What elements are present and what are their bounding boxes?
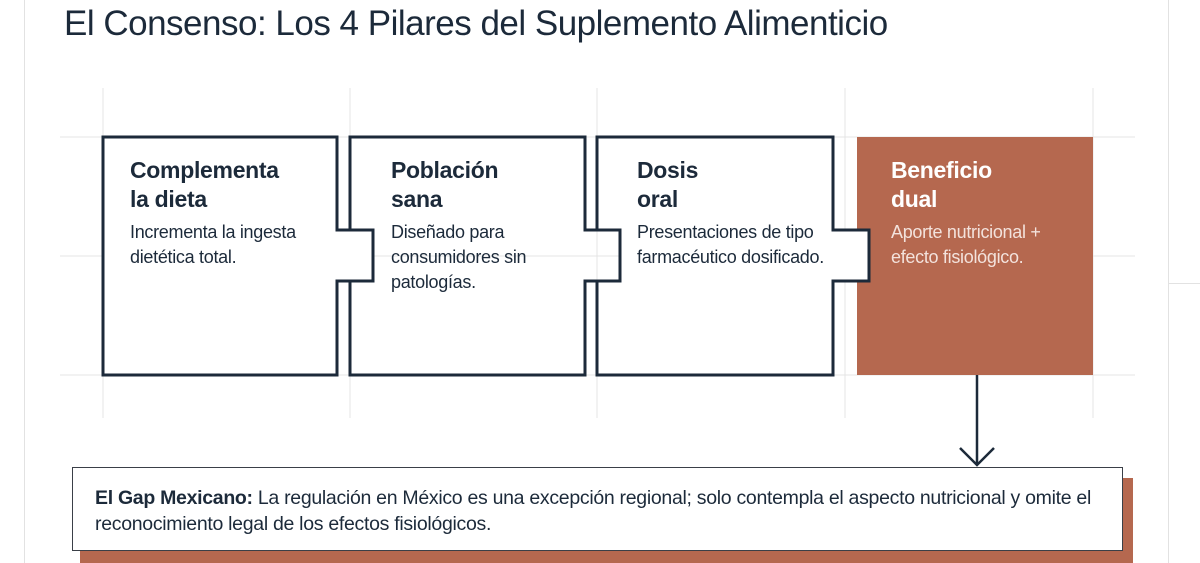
pillar-outline-3: [595, 135, 871, 377]
down-arrow-icon: [959, 375, 995, 467]
pillar-complementa: Complementa la dieta Incrementa la inges…: [130, 156, 330, 270]
gap-text: La regulación en México es una excepción…: [95, 487, 1092, 535]
slide-frame-left: [24, 0, 25, 563]
pillar-description: Presentaciones de tipo farmacéutico dosi…: [637, 222, 824, 267]
slide-frame-marker: [1168, 283, 1200, 284]
pillar-description: Incrementa la ingesta dietética total.: [130, 222, 296, 267]
gap-callout: El Gap Mexicano: La regulación en México…: [72, 467, 1123, 551]
pillar-accent-fill: [857, 137, 1093, 375]
pillar-description: Aporte nutricional + efecto fisiológico.: [891, 222, 1041, 267]
gap-label: El Gap Mexicano:: [95, 487, 253, 509]
page-title: El Consenso: Los 4 Pilares del Suplement…: [64, 4, 888, 43]
pillar-poblacion: Población sana Diseñado para consumidore…: [391, 156, 591, 295]
pillar-beneficio: Beneficio dual Aporte nutricional + efec…: [891, 156, 1091, 270]
pillar-title: Complementa la dieta: [130, 157, 279, 212]
pillar-description: Diseñado para consumidores sin patología…: [391, 222, 527, 292]
pillar-title: Dosis oral: [637, 157, 699, 212]
pillar-outline-1: [101, 135, 375, 377]
pillar-title: Beneficio dual: [891, 157, 992, 212]
slide-frame-right: [1168, 0, 1169, 563]
pillar-title: Población sana: [391, 157, 499, 212]
pillar-dosis: Dosis oral Presentaciones de tipo farmac…: [637, 156, 837, 270]
